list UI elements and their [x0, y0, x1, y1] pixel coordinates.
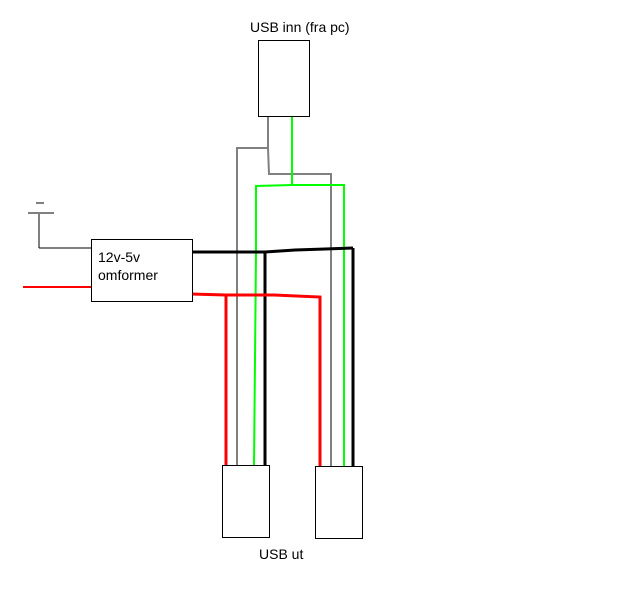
wire-gray-right [267, 147, 332, 466]
wire-black-output [191, 246, 354, 254]
usb-in-box [258, 40, 310, 117]
wire-gray-left [236, 116, 269, 466]
usb-in-label: USB inn (fra pc) [250, 19, 350, 35]
usb-out-box-2 [315, 466, 363, 539]
usb-out-box-1 [222, 465, 270, 538]
wire-green-left [253, 184, 293, 467]
usb-out-label: USB ut [259, 546, 304, 562]
wire-red-output [190, 292, 322, 466]
wire-green-right [292, 184, 345, 466]
converter-box [91, 239, 193, 302]
converter-label-line2: omformer [98, 267, 158, 283]
converter-label-line1: 12v-5v [98, 249, 141, 265]
ground-icon [28, 202, 92, 249]
